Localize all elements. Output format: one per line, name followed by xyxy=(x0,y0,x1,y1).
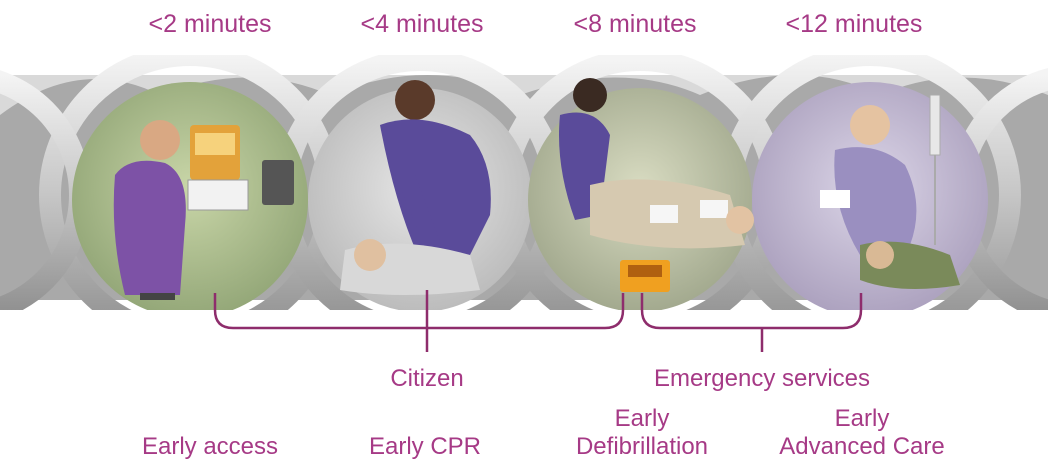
stage-label-line2: Defibrillation xyxy=(527,433,757,461)
time-label-early-access: <2 minutes xyxy=(110,10,310,39)
stage-label-line2: Early access xyxy=(95,433,325,461)
time-label-early-defibrillation: <8 minutes xyxy=(535,10,735,39)
stage-label-line2: Advanced Care xyxy=(747,433,977,461)
group-label-citizen: Citizen xyxy=(360,365,494,393)
time-label-early-cpr: <4 minutes xyxy=(322,10,522,39)
chain-of-survival-illustration xyxy=(0,55,1048,310)
stage-label-line1 xyxy=(310,405,540,433)
time-label-early-advanced-care: <12 minutes xyxy=(754,10,954,39)
group-label-emergency-services: Emergency services xyxy=(625,365,899,393)
stage-label-line1 xyxy=(95,405,325,433)
stage-label-line1: Early xyxy=(747,405,977,433)
stage-label-line1: Early xyxy=(527,405,757,433)
stage-label-early-access: Early access xyxy=(95,405,325,461)
stage-label-early-cpr: Early CPR xyxy=(310,405,540,461)
stage-label-line2: Early CPR xyxy=(310,433,540,461)
stage-label-early-advanced-care: Early Advanced Care xyxy=(747,405,977,461)
stage-label-early-defibrillation: Early Defibrillation xyxy=(527,405,757,461)
